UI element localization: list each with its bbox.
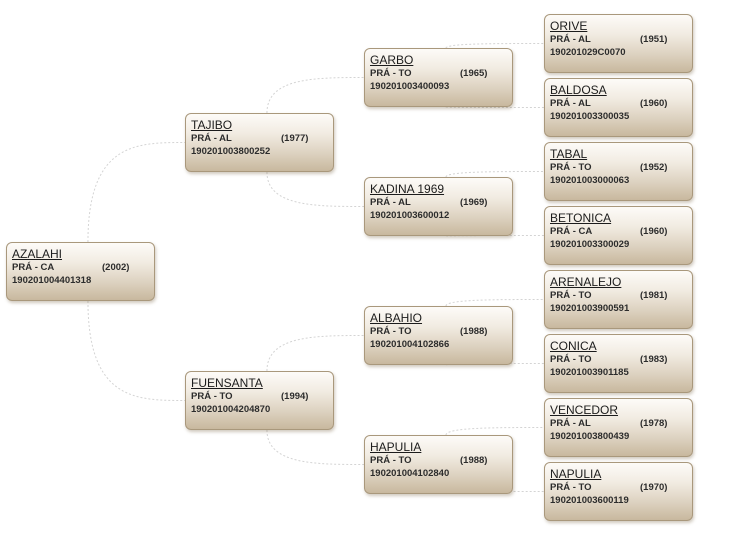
node-tabal[interactable]: TABAL PRÁ - TO (1952) 190201003000063 xyxy=(544,142,693,201)
node-year: (1994) xyxy=(281,391,309,402)
node-code: 190201003600012 xyxy=(370,210,450,221)
node-napulia[interactable]: NAPULIA PRÁ - TO (1970) 190201003600119 xyxy=(544,462,693,521)
node-year: (1960) xyxy=(640,226,668,237)
node-breed: PRÁ - AL xyxy=(370,197,411,208)
node-year: (2002) xyxy=(102,262,130,273)
node-garbo[interactable]: GARBO PRÁ - TO (1965) 190201003400093 xyxy=(364,48,513,107)
node-baldosa[interactable]: BALDOSA PRÁ - AL (1960) 190201003300035 xyxy=(544,78,693,137)
node-tajibo[interactable]: TAJIBO PRÁ - AL (1977) 190201003800252 xyxy=(185,113,334,172)
node-year: (1978) xyxy=(640,418,668,429)
node-code: 190201003300029 xyxy=(550,239,630,250)
node-name[interactable]: TAJIBO xyxy=(191,118,233,132)
node-name[interactable]: NAPULIA xyxy=(550,467,602,481)
node-code: 190201003000063 xyxy=(550,175,630,186)
link-tajibo-kadina-1969 xyxy=(266,171,365,207)
node-breed: PRÁ - TO xyxy=(550,354,592,365)
node-name[interactable]: KADINA 1969 xyxy=(370,182,445,196)
node-year: (1981) xyxy=(640,290,668,301)
node-year: (1970) xyxy=(640,482,668,493)
node-name[interactable]: ORIVE xyxy=(550,19,588,33)
node-arenalejo[interactable]: ARENALEJO PRÁ - TO (1981) 190201003900591 xyxy=(544,270,693,329)
node-betonica[interactable]: BETONICA PRÁ - CA (1960) 190201003300029 xyxy=(544,206,693,265)
link-hapulia-vencedor xyxy=(445,427,545,436)
node-orive[interactable]: ORIVE PRÁ - AL (1951) 190201029C0070 xyxy=(544,14,693,73)
node-year: (1988) xyxy=(460,455,488,466)
node-breed: PRÁ - TO xyxy=(370,68,412,79)
node-code: 190201003901185 xyxy=(550,367,629,378)
node-name[interactable]: ARENALEJO xyxy=(550,275,622,289)
link-azalahi-fuensanta xyxy=(87,300,186,401)
node-breed: PRÁ - CA xyxy=(550,226,593,237)
node-breed: PRÁ - AL xyxy=(550,98,591,109)
node-year: (1960) xyxy=(640,98,668,109)
node-year: (1952) xyxy=(640,162,668,173)
node-code: 190201004204870 xyxy=(191,404,271,415)
node-name[interactable]: CONICA xyxy=(550,339,597,353)
node-breed: PRÁ - TO xyxy=(370,455,412,466)
link-tajibo-garbo xyxy=(266,77,365,114)
node-fuensanta[interactable]: FUENSANTA PRÁ - TO (1994) 190201004204870 xyxy=(185,371,334,430)
node-albahio[interactable]: ALBAHIO PRÁ - TO (1988) 190201004102866 xyxy=(364,306,513,365)
link-albahio-arenalejo xyxy=(445,299,545,307)
link-garbo-baldosa xyxy=(445,106,545,108)
link-fuensanta-albahio xyxy=(266,335,365,372)
node-code: 190201003800252 xyxy=(191,146,271,157)
node-breed: PRÁ - AL xyxy=(550,34,591,45)
node-breed: PRÁ - TO xyxy=(550,162,592,173)
node-kadina-1969[interactable]: KADINA 1969 PRÁ - AL (1969) 1902010036000… xyxy=(364,177,513,236)
node-year: (1965) xyxy=(460,68,488,79)
node-breed: PRÁ - TO xyxy=(550,290,592,301)
node-code: 190201003800439 xyxy=(550,431,630,442)
node-code: 190201003900591 xyxy=(550,303,630,314)
link-azalahi-tajibo xyxy=(87,142,186,243)
node-year: (1988) xyxy=(460,326,488,337)
node-code: 190201029C0070 xyxy=(550,47,626,58)
node-breed: PRÁ - AL xyxy=(191,133,232,144)
node-name[interactable]: HAPULIA xyxy=(370,440,422,454)
node-name[interactable]: FUENSANTA xyxy=(191,376,263,390)
node-hapulia[interactable]: HAPULIA PRÁ - TO (1988) 190201004102840 xyxy=(364,435,513,494)
node-code: 190201003300035 xyxy=(550,111,630,122)
node-code: 190201004401318 xyxy=(12,275,92,286)
node-name[interactable]: VENCEDOR xyxy=(550,403,619,417)
node-code: 190201004102866 xyxy=(370,339,450,350)
node-conica[interactable]: CONICA PRÁ - TO (1983) 190201003901185 xyxy=(544,334,693,393)
node-code: 190201003400093 xyxy=(370,81,450,92)
node-name[interactable]: BETONICA xyxy=(550,211,612,225)
node-year: (1983) xyxy=(640,354,668,365)
node-code: 190201004102840 xyxy=(370,468,450,479)
node-year: (1977) xyxy=(281,133,309,144)
node-breed: PRÁ - TO xyxy=(370,326,412,337)
node-name[interactable]: ALBAHIO xyxy=(370,311,423,325)
link-fuensanta-hapulia xyxy=(266,429,365,465)
node-breed: PRÁ - AL xyxy=(550,418,591,429)
node-year: (1969) xyxy=(460,197,488,208)
node-azalahi[interactable]: AZALAHI PRÁ - CA (2002) 190201004401318 xyxy=(6,242,155,301)
node-name[interactable]: GARBO xyxy=(370,53,414,67)
node-name[interactable]: AZALAHI xyxy=(12,247,63,261)
node-year: (1951) xyxy=(640,34,668,45)
node-breed: PRÁ - TO xyxy=(191,391,233,402)
node-vencedor[interactable]: VENCEDOR PRÁ - AL (1978) 190201003800439 xyxy=(544,398,693,457)
node-breed: PRÁ - TO xyxy=(550,482,592,493)
node-name[interactable]: BALDOSA xyxy=(550,83,607,97)
node-name[interactable]: TABAL xyxy=(550,147,588,161)
node-code: 190201003600119 xyxy=(550,495,629,506)
node-breed: PRÁ - CA xyxy=(12,262,55,273)
